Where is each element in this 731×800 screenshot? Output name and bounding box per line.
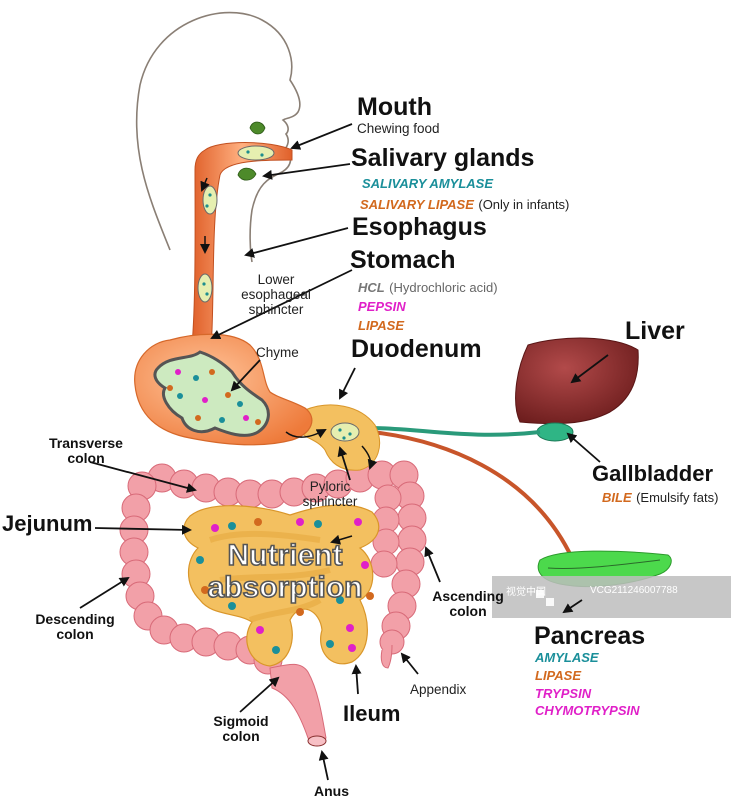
label-bile: BILE <box>602 490 632 505</box>
callout-arrows <box>79 123 609 781</box>
nutrient-dots <box>196 518 374 654</box>
label-mouth-desc: Chewing food <box>357 121 440 136</box>
label-sigmoid-2: colon <box>222 728 260 745</box>
label-salivary-lipase-note: (Only in infants) <box>478 197 570 212</box>
gallbladder-shape <box>536 422 574 442</box>
food-bolus <box>197 145 275 303</box>
label-nutrient-absorption: Nutrient absorption <box>190 539 380 604</box>
watermark-brand: 视觉中国 <box>506 587 546 598</box>
rectum-shape <box>269 663 327 744</box>
pancreatic-duct <box>371 430 574 559</box>
label-salivary-glands: Salivary glands <box>351 144 535 172</box>
bile-duct <box>369 426 541 437</box>
head-outline <box>135 11 301 263</box>
label-hcl: HCL <box>358 280 385 295</box>
label-lower-1: Lower <box>257 272 295 287</box>
small-intestine <box>183 504 380 667</box>
label-pyloric-1: Pyloric <box>309 479 351 494</box>
label-trypsin: TRYPSIN <box>535 686 592 701</box>
label-salivary-amylase: SALIVARY AMYLASE <box>362 176 493 191</box>
label-pancreas: Pancreas <box>534 622 646 650</box>
label-sigmoid-colon: Sigmoid colon <box>196 713 286 745</box>
label-stomach: Stomach <box>350 246 456 274</box>
duodenum-chyme <box>330 422 360 442</box>
label-mouth: Mouth <box>357 93 432 121</box>
label-bile-note: (Emulsify fats) <box>636 490 719 505</box>
label-sigmoid-1: Sigmoid <box>213 713 269 729</box>
watermark-id: VCG211246007788 <box>590 585 678 596</box>
label-lipase-stomach: LIPASE <box>358 318 404 333</box>
label-ascending-colon: Ascending colon <box>418 588 518 620</box>
label-lipase-pancreas: LIPASE <box>535 668 581 683</box>
label-lower-3: sphincter <box>248 301 304 317</box>
appendix-shape <box>380 644 393 669</box>
label-hcl-note: (Hydrochloric acid) <box>389 280 498 295</box>
label-pepsin: PEPSIN <box>358 299 406 314</box>
label-gallbladder: Gallbladder <box>592 461 714 486</box>
label-descending-2: colon <box>56 626 94 643</box>
label-pyloric-2: sphincter <box>302 493 358 509</box>
label-ileum: Ileum <box>343 701 401 726</box>
chyme-blob <box>153 350 270 437</box>
label-descending-1: Descending <box>35 611 115 627</box>
label-duodenum: Duodenum <box>351 335 482 363</box>
label-lower-esophageal-sphincter: Lower esophageal sphincter <box>230 272 322 318</box>
label-pyloric-sphincter: Pyloric sphincter <box>290 479 370 510</box>
chyme-dots <box>167 369 261 425</box>
label-descending-colon: Descending colon <box>20 611 130 643</box>
label-anus: Anus <box>314 783 349 799</box>
label-chyme: Chyme <box>256 345 299 360</box>
label-ascending-1: Ascending <box>432 588 504 604</box>
label-chymotrypsin: CHYMOTRYPSIN <box>535 703 640 718</box>
label-appendix: Appendix <box>410 682 467 697</box>
bile-row: BILE (Emulsify fats) <box>602 489 718 507</box>
liver-shape <box>515 337 639 425</box>
watermark-band <box>492 576 731 618</box>
label-lower-2: esophageal <box>241 286 311 302</box>
label-salivary-lipase: SALIVARY LIPASE <box>360 197 474 212</box>
label-transverse-2: colon <box>67 450 105 467</box>
label-nutrient-1: Nutrient <box>227 539 344 572</box>
label-esophagus: Esophagus <box>352 213 487 241</box>
salivary-gland-shapes <box>237 121 266 181</box>
label-jejunum: Jejunum <box>2 511 93 536</box>
hcl-row: HCL (Hydrochloric acid) <box>358 279 498 297</box>
label-nutrient-2: absorption <box>207 570 364 604</box>
label-transverse-colon: Transverse colon <box>36 435 136 467</box>
label-amylase: AMYLASE <box>535 650 599 665</box>
label-ascending-2: colon <box>449 603 487 620</box>
label-liver: Liver <box>625 317 685 345</box>
salivary-lipase-row: SALIVARY LIPASE (Only in infants) <box>360 196 569 214</box>
label-transverse-1: Transverse <box>49 435 123 451</box>
esophagus-tube <box>191 142 293 346</box>
